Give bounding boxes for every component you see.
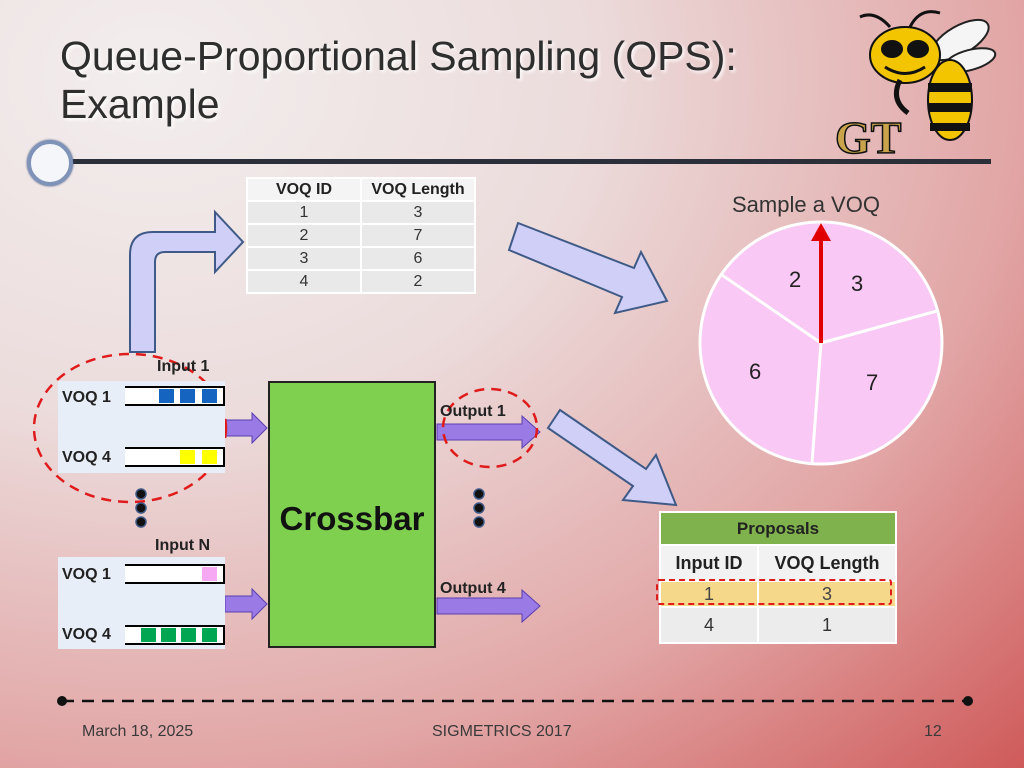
packet bbox=[161, 628, 176, 642]
output-4-arrow-icon bbox=[436, 588, 541, 624]
input-n-voq-1-label: VOQ 1 bbox=[62, 566, 111, 583]
sampling-pie: 2 3 7 6 bbox=[698, 220, 944, 466]
packet bbox=[180, 389, 195, 403]
input-1-voq-4-label: VOQ 4 bbox=[62, 449, 111, 466]
voq-table: VOQ ID VOQ Length 1 3 2 7 3 6 4 2 bbox=[246, 177, 476, 294]
input-n-arrow-icon bbox=[224, 587, 268, 621]
voq-length-cell: 7 bbox=[360, 223, 476, 248]
arrow-to-proposals-icon bbox=[546, 408, 678, 507]
voq-length-header: VOQ Length bbox=[360, 177, 476, 202]
gt-buzz-logo: GT bbox=[834, 10, 997, 160]
proposal-highlight bbox=[656, 579, 892, 605]
voq-length-cell: 1 bbox=[757, 606, 897, 644]
output-1-arrow-icon bbox=[436, 414, 541, 450]
table-row: 3 6 bbox=[246, 246, 476, 271]
table-row: 4 1 bbox=[659, 606, 897, 644]
voq-table-header: VOQ ID VOQ Length bbox=[246, 177, 476, 202]
title-line-1: Queue-Proportional Sampling (QPS): bbox=[60, 33, 737, 79]
pie-slice-label: 6 bbox=[749, 359, 761, 384]
crossbar-switch: Crossbar bbox=[268, 381, 436, 648]
outputs-ellipsis-icon bbox=[473, 488, 485, 528]
input-n-voq-4-label: VOQ 4 bbox=[62, 626, 111, 643]
input-1-arrow-icon bbox=[224, 411, 268, 445]
input-n-voq-1-queue bbox=[125, 564, 225, 584]
pie-divider bbox=[721, 273, 822, 345]
table-row: 2 7 bbox=[246, 223, 476, 248]
input-1-voq-1-queue bbox=[125, 386, 225, 406]
slide-title: Queue-Proportional Sampling (QPS): Examp… bbox=[60, 32, 737, 128]
output-4-label: Output 4 bbox=[440, 580, 506, 597]
voq-id-header: VOQ ID bbox=[246, 177, 362, 202]
input-id-header: Input ID bbox=[659, 544, 759, 582]
proposals-table: Proposals Input ID VOQ Length 1 3 4 1 bbox=[659, 511, 897, 644]
voq-id-cell: 4 bbox=[246, 269, 362, 294]
voq-id-cell: 2 bbox=[246, 223, 362, 248]
proposals-title: Proposals bbox=[659, 511, 897, 546]
footer-date: March 18, 2025 bbox=[82, 723, 194, 740]
table-row: 4 2 bbox=[246, 269, 476, 294]
voq-length-cell: 3 bbox=[360, 200, 476, 225]
input-1-highlight bbox=[32, 352, 228, 504]
footer-conference: SIGMETRICS 2017 bbox=[432, 723, 572, 740]
packet bbox=[202, 450, 217, 464]
pie-slice-label: 3 bbox=[851, 271, 863, 296]
footer-line-start bbox=[57, 696, 67, 706]
packet bbox=[202, 389, 217, 403]
pie-slice-label: 2 bbox=[789, 267, 801, 292]
input-n-label: Input N bbox=[155, 537, 211, 554]
voq-length-header: VOQ Length bbox=[757, 544, 897, 582]
page-number: 12 bbox=[924, 723, 942, 740]
inputs-ellipsis-icon bbox=[135, 488, 147, 528]
pointer-arrowhead bbox=[811, 223, 831, 241]
sample-voq-label: Sample a VOQ bbox=[732, 192, 880, 217]
divider-circle bbox=[27, 140, 73, 186]
packet bbox=[181, 628, 196, 642]
output-1-label: Output 1 bbox=[440, 403, 506, 420]
voq-id-cell: 1 bbox=[246, 200, 362, 225]
pie-divider bbox=[820, 309, 938, 345]
pie-divider bbox=[810, 342, 823, 464]
output-1-highlight bbox=[441, 387, 539, 469]
packet bbox=[159, 389, 174, 403]
packet bbox=[180, 450, 195, 464]
input-1-voq-4-queue bbox=[125, 447, 225, 467]
footer-line-end bbox=[963, 696, 973, 706]
voq-length-cell: 6 bbox=[360, 246, 476, 271]
crossbar-label: Crossbar bbox=[279, 500, 425, 537]
voq-id-cell: 3 bbox=[246, 246, 362, 271]
input-n-voq-4-queue bbox=[125, 625, 225, 645]
arrow-to-pie-icon bbox=[507, 221, 669, 315]
input-id-cell: 4 bbox=[659, 606, 759, 644]
title-divider bbox=[55, 159, 991, 164]
bent-arrow-icon bbox=[129, 209, 245, 353]
packet bbox=[202, 628, 217, 642]
pie-slice-label: 7 bbox=[866, 370, 878, 395]
input-1-label: Input 1 bbox=[157, 358, 210, 375]
table-row: 1 3 bbox=[246, 200, 476, 225]
voq-length-cell: 2 bbox=[360, 269, 476, 294]
svg-text:GT: GT bbox=[835, 112, 901, 160]
input-1-voq-1-label: VOQ 1 bbox=[62, 389, 111, 406]
title-line-2: Example bbox=[60, 81, 220, 127]
packet bbox=[141, 628, 156, 642]
packet bbox=[202, 567, 217, 581]
